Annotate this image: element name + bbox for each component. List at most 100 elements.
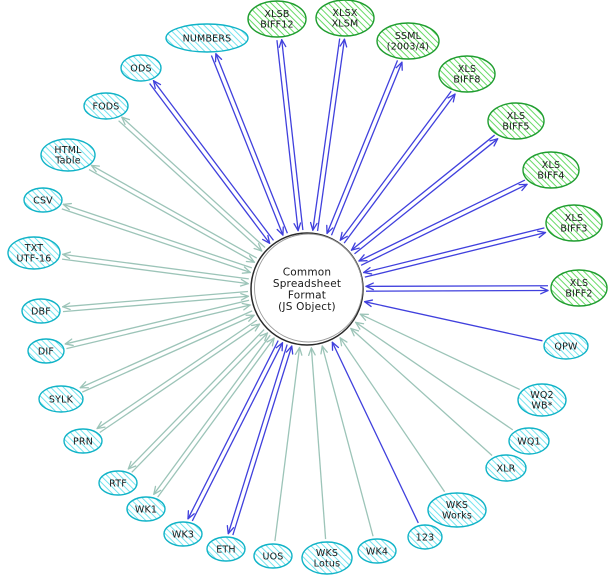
arrow-wk3 <box>187 340 284 522</box>
node-label: XLSX <box>332 8 357 19</box>
arrow-numbers <box>210 53 288 236</box>
svg-text:123: 123 <box>416 532 435 543</box>
node-wk4: WK4 <box>357 538 397 564</box>
svg-text:QPW: QPW <box>554 341 578 352</box>
node-label: UOS <box>262 551 283 562</box>
svg-text:DIF: DIF <box>38 346 54 357</box>
arrow-wk4 <box>320 345 374 537</box>
node-wq1: WQ1 <box>508 427 550 455</box>
node-dif: DIF <box>27 338 65 364</box>
arrow-wks-works <box>339 337 446 493</box>
arrow-csv <box>61 202 253 274</box>
arrow-dif <box>64 299 251 350</box>
arrow-rtf <box>127 329 269 473</box>
node-xlr: XLR <box>485 454 527 482</box>
arrow-xlsx-xlsm <box>309 38 348 231</box>
node-rtf: RTF <box>98 470 138 496</box>
node-label: XLR <box>496 463 515 474</box>
center-label: (JS Object) <box>278 301 336 313</box>
center-label: Format <box>288 289 326 301</box>
node-123: 123 <box>407 524 443 550</box>
arrow-xls-biff5 <box>350 134 499 255</box>
svg-text:SYLK: SYLK <box>49 394 74 405</box>
node-sylk: SYLK <box>38 385 84 413</box>
node-label: WKS <box>446 500 468 511</box>
svg-text:RTF: RTF <box>109 478 127 489</box>
arrow-123 <box>331 341 419 524</box>
arrow-wks-lotus <box>308 347 327 540</box>
node-fods: FODS <box>83 92 129 120</box>
node-label: (2003/4) <box>387 42 429 53</box>
node-label: NUMBERS <box>183 33 232 44</box>
node-eth: ETH <box>206 536 246 562</box>
node-qpw: QPW <box>543 332 589 360</box>
node-label: BIFF3 <box>560 224 587 235</box>
svg-text:XLR: XLR <box>496 463 515 474</box>
node-label: XLSM <box>332 19 359 30</box>
node-label: SYLK <box>49 394 74 405</box>
node-label: XLS <box>458 64 476 75</box>
node-dbf: DBF <box>21 298 61 324</box>
node-label: SSML <box>395 31 422 42</box>
node-label: DIF <box>38 346 54 357</box>
arrow-ssml-2003-4 <box>326 60 403 236</box>
node-label: BIFF4 <box>537 171 564 182</box>
node-prn: PRN <box>63 428 103 454</box>
arrow-wq2-wb <box>359 313 520 391</box>
node-label: PRN <box>73 436 93 447</box>
arrow-qpw <box>363 299 543 342</box>
node-label: BIFF5 <box>502 122 529 133</box>
node-label: UTF-16 <box>17 254 52 265</box>
node-wk1: WK1 <box>126 496 166 522</box>
arrow-xls-biff2 <box>365 282 549 295</box>
node-label: CSV <box>33 195 53 206</box>
svg-text:NUMBERS: NUMBERS <box>183 33 232 44</box>
arrow-xls-biff4 <box>358 179 528 266</box>
node-label: Lotus <box>314 559 341 570</box>
node-label: ETH <box>216 544 236 555</box>
svg-text:WQ1: WQ1 <box>517 436 541 447</box>
arrow-xls-biff3 <box>363 227 547 278</box>
node-label: QPW <box>554 341 578 352</box>
svg-text:UOS: UOS <box>262 551 283 562</box>
svg-text:DBF: DBF <box>31 306 51 317</box>
arrow-eth <box>226 344 294 536</box>
node-label: XLS <box>565 213 583 224</box>
node-label: WQ1 <box>517 436 541 447</box>
node-label: RTF <box>109 478 127 489</box>
node-wk3: WK3 <box>163 521 203 547</box>
node-ods: ODS <box>120 54 162 82</box>
svg-text:FODS: FODS <box>92 101 119 112</box>
node-ssml-2003-4: SSML(2003/4) <box>376 22 440 60</box>
node-label: XLS <box>570 278 588 289</box>
svg-text:CSV: CSV <box>33 195 53 206</box>
node-label: WK1 <box>135 504 157 515</box>
node-label: BIFF12 <box>260 20 294 31</box>
node-label: ODS <box>130 63 151 74</box>
svg-text:PRN: PRN <box>73 436 93 447</box>
node-label: Table <box>54 156 81 167</box>
node-uos: UOS <box>253 543 293 569</box>
node-label: TXT <box>24 243 44 254</box>
